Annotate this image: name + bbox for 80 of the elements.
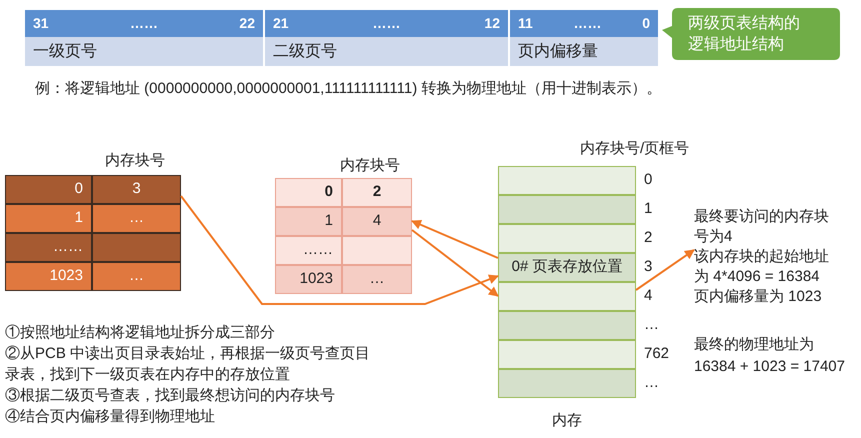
block-number: 762: [644, 344, 670, 364]
result-text: 页内偏移量为 1023: [694, 287, 823, 307]
table-cell: [5, 233, 92, 262]
table-cell: [5, 175, 92, 204]
cell-text: ……: [303, 240, 333, 260]
table-cell: [342, 236, 412, 265]
block-number: 1: [644, 199, 652, 220]
table-cell: [275, 265, 342, 294]
table-cell: [275, 236, 342, 265]
block-number: 0: [644, 170, 652, 190]
table-cell: [5, 204, 92, 233]
memory-block: [498, 224, 636, 253]
bit-number: 0: [642, 14, 650, 33]
arrow: [180, 195, 499, 305]
field-cell: 页内偏移量: [510, 37, 660, 66]
block-number: …: [644, 373, 659, 394]
field-cell: 一级页号: [25, 37, 265, 66]
callout-text: 两级页表结构的逻辑地址结构: [688, 14, 801, 55]
memory-block: [498, 253, 636, 282]
memory-block: [498, 166, 636, 195]
bit-number: ……: [574, 14, 602, 33]
block-number: 2: [644, 228, 652, 248]
arrow: [411, 229, 499, 297]
result-text: 最终要访问的内存块号为4: [694, 207, 830, 247]
memory-block: [498, 282, 636, 311]
field-cell: 二级页号: [265, 37, 510, 66]
table-cell: [92, 175, 181, 204]
table-cell: [92, 204, 181, 233]
bit-number: 31: [33, 14, 49, 33]
page-table: [275, 155, 412, 295]
step-text: ③根据二级页号查表，找到最终想访问的内存块号: [5, 386, 336, 406]
block-number: 4: [644, 286, 652, 306]
cell-text: 3: [132, 179, 141, 200]
memory-block: [498, 340, 636, 369]
cell-text: 1: [74, 208, 83, 228]
bit-number: ……: [130, 14, 158, 33]
memory-block: [498, 195, 636, 224]
table-cell: [342, 207, 412, 236]
column-heading: 内存块号: [105, 151, 165, 171]
cell-text: 0: [74, 179, 83, 200]
step-text: ②从PCB 中读出页目录表始址，再根据一级页号查页目录表，找到下一级页表在内存中的存放位置: [5, 344, 372, 385]
bit-number: 22: [239, 14, 255, 33]
table-cell: [92, 262, 181, 291]
memory-caption: 内存: [551, 411, 583, 431]
table-cell: [342, 178, 412, 207]
cell-text: 4: [372, 211, 382, 232]
table-cell: [92, 233, 181, 262]
cell-text: …: [370, 269, 384, 290]
cell-text: 0: [324, 182, 333, 202]
cell-text: 2: [372, 182, 382, 202]
bit-number: 21: [273, 14, 289, 33]
table-cell: [275, 178, 342, 207]
cell-text: 0# 页表存放位置: [512, 257, 622, 278]
memory-block: [498, 311, 636, 340]
cell-text: …: [129, 266, 144, 286]
column-heading: 内存块号: [340, 156, 400, 176]
table-cell: [5, 262, 92, 291]
result-text: 最终的物理地址为 16384 + 1023 = 17407: [694, 335, 846, 377]
step-text: ①按照地址结构将逻辑地址拆分成三部分: [5, 323, 276, 343]
cell-text: ……: [53, 237, 83, 258]
cell-text: 1: [324, 211, 333, 232]
arrow: [411, 220, 498, 259]
bit-number: 11: [518, 14, 533, 33]
step-text: ④结合页内偏移量得到物理地址: [5, 407, 216, 427]
table-cell: [275, 207, 342, 236]
block-number: …: [644, 315, 659, 336]
cell-text: 1023: [300, 269, 333, 290]
bit-number: 12: [484, 14, 500, 33]
result-text: 该内存块的起始地址为 4*4096 = 16384: [694, 247, 830, 287]
memory-block: [498, 369, 636, 398]
column-heading: 内存块号/页框号: [580, 139, 690, 159]
callout-box: [660, 8, 840, 60]
bit-number: ……: [372, 14, 400, 33]
page-table: [5, 150, 181, 291]
cell-text: 1023: [50, 266, 83, 286]
block-number: 3: [644, 257, 652, 278]
arrow: [635, 249, 695, 291]
cell-text: …: [129, 208, 144, 228]
example-text: 例：将逻辑地址 (0000000000,0000000001,111111111111) 转换为物理地址（用十进制表示）。: [35, 79, 662, 99]
table-cell: [342, 265, 412, 294]
